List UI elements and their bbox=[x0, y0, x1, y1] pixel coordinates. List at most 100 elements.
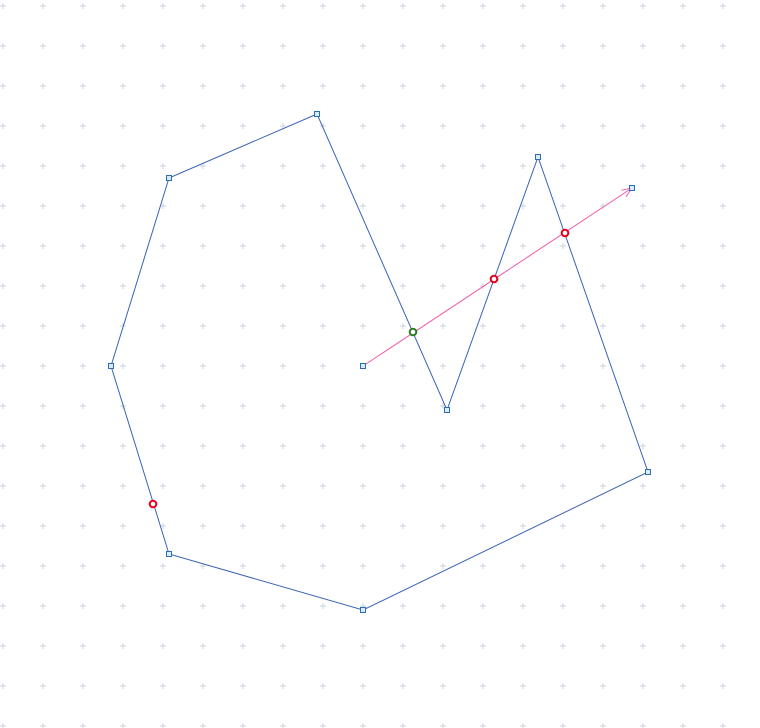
grid-mark bbox=[560, 203, 566, 209]
polygon-vertex[interactable] bbox=[166, 551, 172, 557]
grid-mark bbox=[280, 603, 286, 609]
grid-mark bbox=[560, 83, 566, 89]
polygon-vertex[interactable] bbox=[535, 154, 541, 160]
grid-mark bbox=[320, 83, 326, 89]
grid-mark bbox=[480, 123, 486, 129]
grid-mark bbox=[320, 403, 326, 409]
polygon-vertex[interactable] bbox=[314, 111, 320, 117]
grid-mark bbox=[560, 43, 566, 49]
grid-mark bbox=[280, 3, 286, 9]
grid-mark bbox=[440, 43, 446, 49]
grid-mark bbox=[320, 723, 326, 728]
grid-mark bbox=[360, 203, 366, 209]
ray-endpoint[interactable] bbox=[629, 185, 635, 191]
grid-mark bbox=[120, 563, 126, 569]
ray-endpoint[interactable] bbox=[360, 363, 366, 369]
grid-mark bbox=[440, 243, 446, 249]
grid-mark bbox=[480, 483, 486, 489]
polygon-vertex[interactable] bbox=[360, 607, 366, 613]
grid-mark bbox=[40, 563, 46, 569]
grid-mark bbox=[280, 363, 286, 369]
grid-mark bbox=[600, 83, 606, 89]
grid-mark bbox=[400, 683, 406, 689]
grid-mark bbox=[120, 123, 126, 129]
grid-mark bbox=[280, 123, 286, 129]
grid-mark bbox=[600, 283, 606, 289]
grid-mark bbox=[520, 443, 526, 449]
grid-mark bbox=[360, 683, 366, 689]
grid-mark bbox=[360, 3, 366, 9]
grid-mark bbox=[40, 603, 46, 609]
polygon-vertex[interactable] bbox=[108, 363, 114, 369]
polygon-vertex[interactable] bbox=[166, 175, 172, 181]
grid-mark bbox=[440, 563, 446, 569]
grid-mark bbox=[120, 483, 126, 489]
polygon-vertex[interactable] bbox=[444, 407, 450, 413]
grid-mark bbox=[720, 403, 726, 409]
grid-mark bbox=[200, 403, 206, 409]
grid-mark bbox=[120, 83, 126, 89]
grid-mark bbox=[280, 683, 286, 689]
grid-mark bbox=[80, 483, 86, 489]
grid-mark bbox=[280, 723, 286, 728]
grid-mark bbox=[440, 283, 446, 289]
intersection-marker-green bbox=[408, 327, 418, 337]
grid-mark bbox=[560, 323, 566, 329]
grid-mark bbox=[360, 723, 366, 728]
grid-mark bbox=[720, 323, 726, 329]
grid-mark bbox=[40, 3, 46, 9]
grid-mark bbox=[240, 403, 246, 409]
grid-mark bbox=[560, 523, 566, 529]
grid-mark bbox=[480, 363, 486, 369]
grid-mark bbox=[440, 163, 446, 169]
grid-mark bbox=[560, 403, 566, 409]
grid-mark bbox=[0, 563, 6, 569]
grid-mark bbox=[280, 83, 286, 89]
grid-mark bbox=[680, 83, 686, 89]
polygon-vertex[interactable] bbox=[645, 469, 651, 475]
grid-mark bbox=[720, 483, 726, 489]
grid-mark bbox=[40, 363, 46, 369]
grid-mark bbox=[400, 523, 406, 529]
grid-mark bbox=[240, 203, 246, 209]
grid-mark bbox=[160, 323, 166, 329]
grid-mark bbox=[120, 203, 126, 209]
grid-mark bbox=[240, 563, 246, 569]
grid-mark bbox=[600, 403, 606, 409]
grid-mark bbox=[360, 643, 366, 649]
grid-mark bbox=[480, 43, 486, 49]
grid-mark bbox=[160, 363, 166, 369]
grid-mark bbox=[240, 643, 246, 649]
grid-mark bbox=[520, 603, 526, 609]
grid-mark bbox=[680, 723, 686, 728]
grid-mark bbox=[520, 163, 526, 169]
grid-mark bbox=[560, 3, 566, 9]
grid-mark bbox=[40, 483, 46, 489]
grid-mark bbox=[680, 443, 686, 449]
grid-mark bbox=[560, 563, 566, 569]
grid-mark bbox=[0, 163, 6, 169]
grid-mark bbox=[680, 243, 686, 249]
grid-mark bbox=[360, 43, 366, 49]
grid-mark bbox=[280, 203, 286, 209]
grid-mark bbox=[400, 723, 406, 728]
grid-mark bbox=[720, 723, 726, 728]
grid-mark bbox=[320, 3, 326, 9]
grid-mark bbox=[0, 203, 6, 209]
grid-mark bbox=[120, 243, 126, 249]
grid-mark bbox=[120, 363, 126, 369]
grid-mark bbox=[680, 3, 686, 9]
grid-mark bbox=[80, 123, 86, 129]
grid-mark bbox=[680, 603, 686, 609]
grid-mark bbox=[200, 83, 206, 89]
grid-mark bbox=[440, 3, 446, 9]
grid-mark bbox=[560, 723, 566, 728]
grid-mark bbox=[0, 283, 6, 289]
grid-mark bbox=[240, 443, 246, 449]
grid-mark bbox=[600, 603, 606, 609]
grid-mark bbox=[560, 683, 566, 689]
grid-mark bbox=[40, 643, 46, 649]
grid-mark bbox=[720, 123, 726, 129]
